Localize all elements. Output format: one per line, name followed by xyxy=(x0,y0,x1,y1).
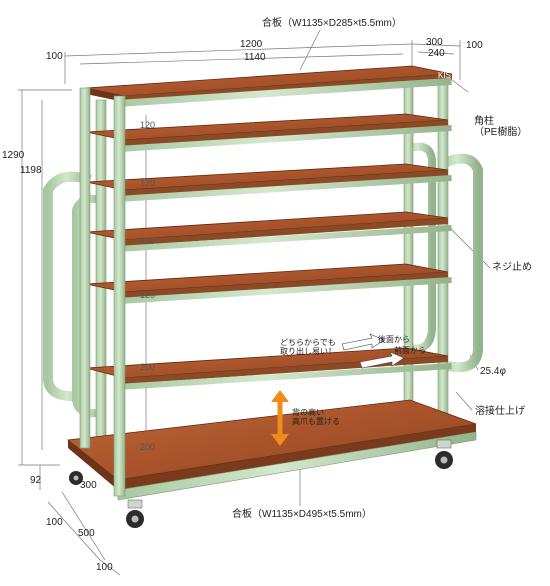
access-arrows xyxy=(341,333,405,369)
front-arrow xyxy=(359,351,405,369)
height-arrow xyxy=(271,390,289,446)
rail-6 xyxy=(118,363,452,390)
dim-1290: 1290 xyxy=(2,150,25,161)
bottom-shelf-front xyxy=(118,424,476,490)
pitch-1: 120 xyxy=(140,120,156,130)
bottom-board-label: 合板（W1135×D495×t5.5mm） xyxy=(232,509,372,520)
front-access-label: 前面から xyxy=(394,346,426,355)
dim-1140: 1140 xyxy=(244,52,266,63)
bottom-shelf-side xyxy=(68,440,118,490)
pitch-4: 120 xyxy=(140,290,156,300)
shelf-5-front xyxy=(124,272,448,298)
caster-front-left xyxy=(126,499,144,528)
front-left-post xyxy=(113,95,126,497)
caster-front-right xyxy=(435,439,453,469)
rail-4 xyxy=(118,225,452,252)
pitch-3: 120 xyxy=(140,236,156,246)
dim-right-100: 100 xyxy=(466,40,483,51)
shelves xyxy=(67,65,477,501)
back-arrow xyxy=(341,333,385,351)
right-handle-front xyxy=(437,153,483,373)
dim-1200: 1200 xyxy=(240,39,263,50)
front-right-post xyxy=(437,81,449,438)
maker-logo: KIS xyxy=(438,71,451,80)
outer-left-post xyxy=(79,87,91,449)
top-board-label: 合板（W1135×D285×t5.5mm） xyxy=(262,18,402,29)
base-frame xyxy=(117,431,477,501)
dim-base-300: 300 xyxy=(80,480,97,491)
dim-left-100: 100 xyxy=(46,51,63,62)
tall-items-label: 背の高い 高爪も置ける xyxy=(292,408,340,426)
rail-5 xyxy=(118,277,452,304)
weld-finish-label: 溶接仕上げ xyxy=(475,406,525,417)
dim-base-100-bottom: 100 xyxy=(96,562,113,573)
dim-base-100-left: 100 xyxy=(46,517,63,528)
pitch-6: 200 xyxy=(140,442,156,452)
dim-92: 92 xyxy=(30,475,42,486)
left-handle-front xyxy=(43,171,92,402)
access-label: どちらからでも 取り出し易い！ xyxy=(280,338,336,356)
pipe-diameter-label: 25.4φ xyxy=(480,366,506,377)
shelf-2-front xyxy=(124,120,448,146)
casters xyxy=(69,439,453,528)
dim-base-500: 500 xyxy=(78,528,95,539)
pitch-5: 200 xyxy=(140,362,156,372)
screw-fix-label: ネジ止め xyxy=(492,262,532,273)
shelf-4-front xyxy=(124,218,448,246)
corner-post-label: 角柱 （PE樹脂） xyxy=(474,116,528,138)
dim-240: 240 xyxy=(428,48,445,59)
rail-3 xyxy=(118,175,452,202)
right-handle-back xyxy=(403,142,436,353)
dim-1198: 1198 xyxy=(20,165,42,176)
back-left-post xyxy=(95,99,107,461)
rail-1 xyxy=(118,77,452,107)
shelf-3-front xyxy=(124,170,448,196)
pitch-2: 120 xyxy=(140,178,156,188)
back-access-label: 後面から xyxy=(378,335,410,344)
rail-2 xyxy=(118,125,452,152)
dim-300: 300 xyxy=(426,37,443,48)
caster-back-left xyxy=(69,471,83,485)
